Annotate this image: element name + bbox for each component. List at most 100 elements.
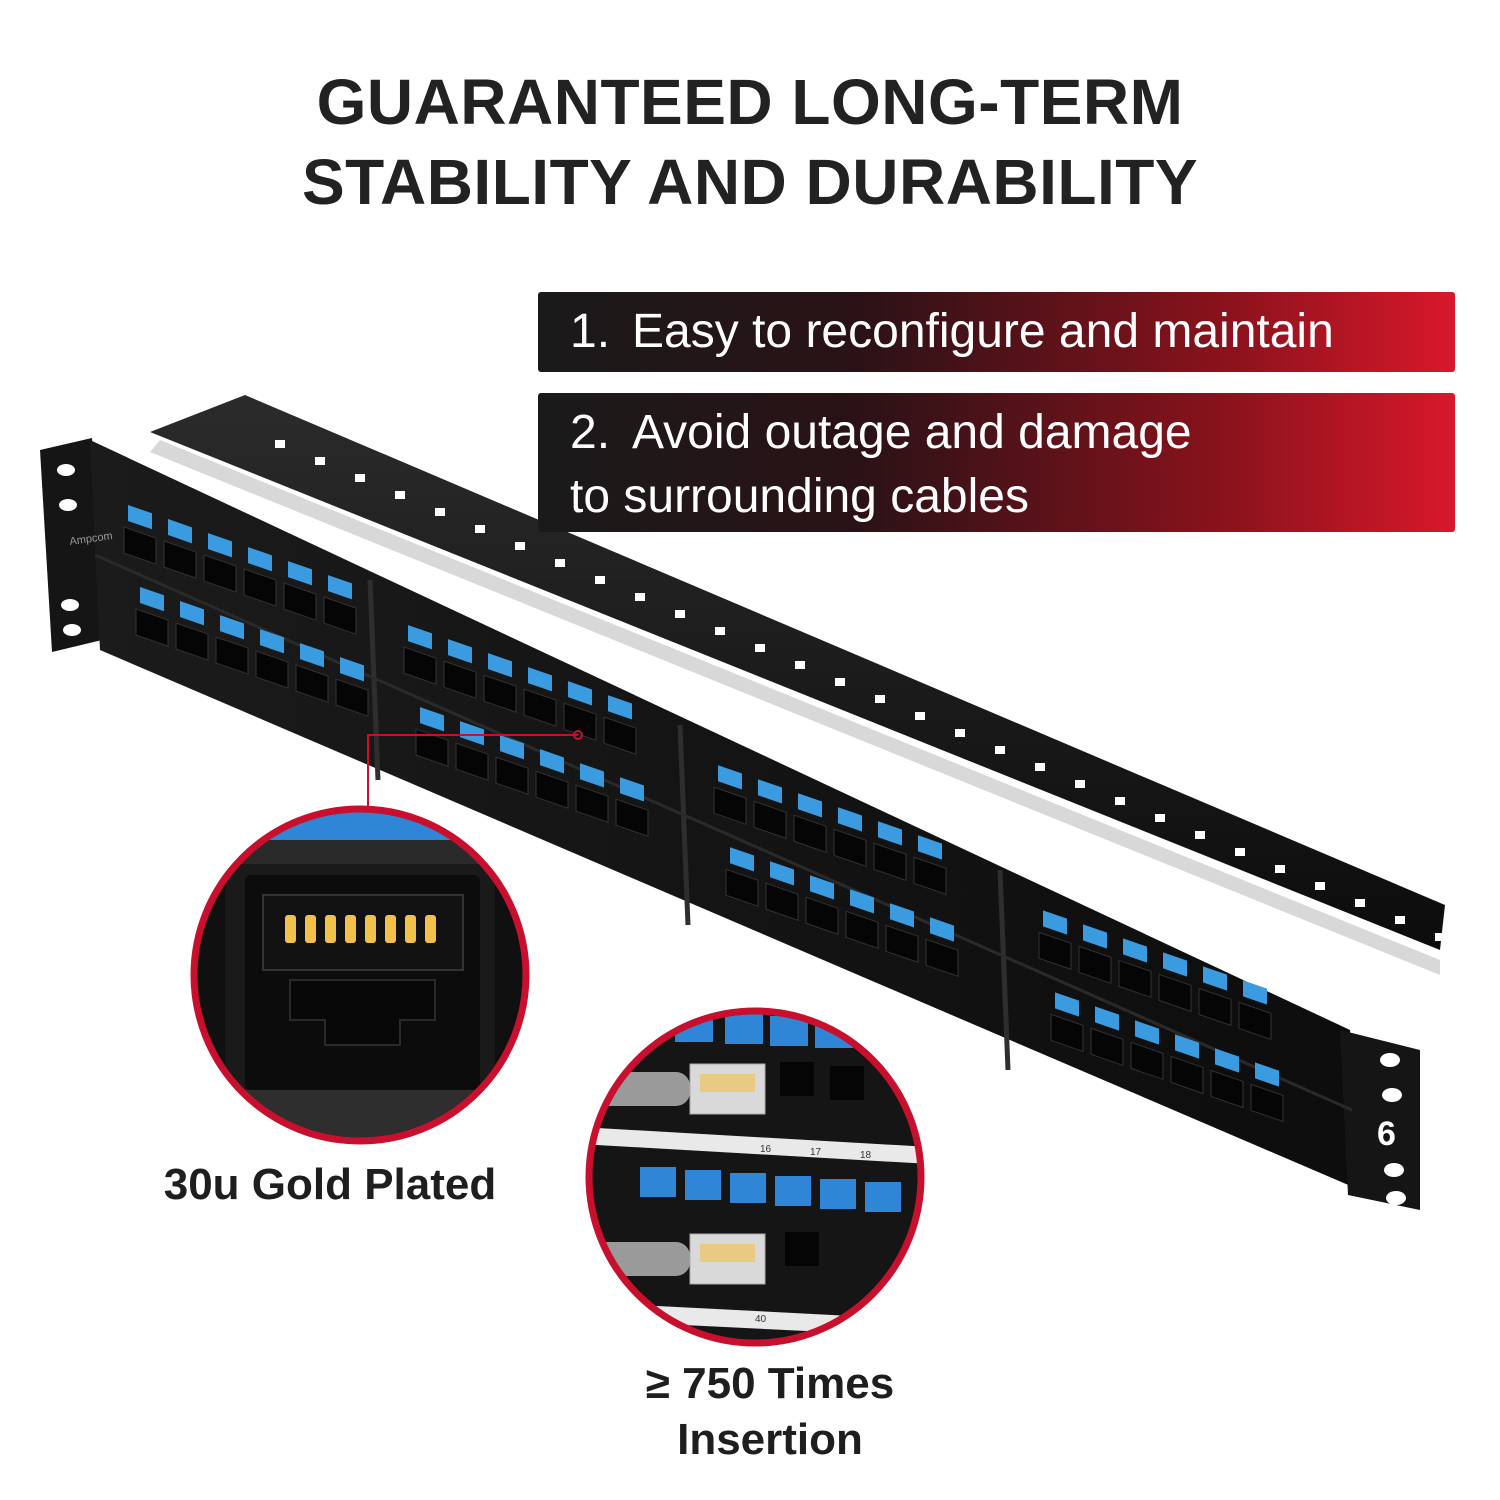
brand-mark: Ampcom — [69, 530, 114, 548]
cable-tie-slot — [995, 746, 1005, 754]
port-latch — [288, 561, 312, 586]
port-latch — [488, 653, 512, 678]
cable-tie-slot — [395, 491, 405, 499]
port-latch — [540, 749, 564, 774]
insertion-caption-line-2: Insertion — [677, 1415, 863, 1464]
port-latch — [930, 917, 954, 942]
rj45-jack — [1118, 959, 1152, 999]
port-latch — [140, 587, 164, 612]
port-latch — [1203, 966, 1227, 991]
rj45-jack — [1078, 945, 1112, 985]
zoom-port-label-18: 18 — [860, 1150, 872, 1161]
cable-tie-slot — [1075, 780, 1085, 788]
cable-tie-slot — [315, 457, 325, 465]
rj45-jack — [845, 910, 879, 949]
rj45-jack — [603, 716, 637, 755]
port-latch — [248, 547, 272, 572]
rj45-jack — [1090, 1027, 1124, 1067]
cable-tie-slot — [1195, 831, 1205, 839]
port-latch — [260, 629, 284, 654]
port-latch — [1095, 1006, 1119, 1031]
rj45-jack — [243, 568, 277, 607]
port-latch — [1043, 910, 1067, 935]
port-latch — [608, 695, 632, 720]
cable-tie-slot — [1235, 848, 1245, 856]
cable-tie-slot — [355, 474, 365, 482]
port-latch — [180, 601, 204, 626]
cable-tie-slot — [1355, 899, 1365, 907]
zoom-port-label-17: 17 — [810, 1147, 822, 1158]
port-latch — [850, 889, 874, 914]
rj45-jack — [203, 554, 237, 593]
rj45-jack — [123, 526, 157, 565]
port-latch — [408, 625, 432, 650]
port-latch — [420, 707, 444, 732]
cable-tie-slot — [1275, 865, 1285, 873]
headline-line-2: STABILITY AND DURABILITY — [301, 146, 1199, 218]
rj45-jack — [335, 678, 369, 717]
rj45-jack — [175, 622, 209, 661]
cable-tie-slot — [515, 542, 525, 550]
cable-tie-slot — [1035, 763, 1045, 771]
rj45-jack — [1198, 987, 1232, 1027]
port-latch — [528, 667, 552, 692]
port-latch — [568, 681, 592, 706]
feature-1-text: Easy to reconfigure and maintain — [632, 305, 1334, 358]
feature-2-text-line-2: to surrounding cables — [570, 470, 1029, 523]
rj45-jack — [793, 814, 827, 853]
cable-tie-slot — [1115, 797, 1125, 805]
port-latch — [798, 793, 822, 818]
port-latch — [770, 861, 794, 886]
page-headline: GUARANTEED LONG-TERM STABILITY AND DURAB… — [0, 62, 1500, 222]
port-latch — [340, 657, 364, 682]
cable-tie-slot — [795, 661, 805, 669]
port-latch — [500, 735, 524, 760]
cable-tie-slot — [755, 644, 765, 652]
left-rack-ear — [40, 438, 102, 652]
rj45-jack — [1050, 1013, 1084, 1053]
port-latch — [220, 615, 244, 640]
rj45-jack — [753, 800, 787, 839]
cable-tie-slot — [1395, 916, 1405, 924]
cable-tie-slot — [915, 712, 925, 720]
port-latch — [730, 847, 754, 872]
gold-contact-pins — [195, 915, 524, 943]
rj45-jack — [913, 856, 947, 895]
rj45-jack — [1158, 973, 1192, 1013]
port-latch — [1135, 1020, 1159, 1045]
category-badge: 6 — [1377, 1115, 1396, 1153]
port-latch — [1175, 1034, 1199, 1059]
cable-tie-slot — [1435, 933, 1445, 941]
rj45-jack — [833, 828, 867, 867]
cable-management-bar — [150, 395, 1445, 950]
port-latch — [1055, 992, 1079, 1017]
cable-tie-slot — [835, 678, 845, 686]
port-latch — [300, 643, 324, 668]
insertion-zoom: 16 17 18 40 — [585, 1007, 925, 1347]
port-latch — [838, 807, 862, 832]
feature-2-number: 2. — [570, 406, 611, 459]
cable-tie-slot — [635, 593, 645, 601]
rj45-jack — [255, 650, 289, 689]
rj45-jack — [925, 938, 959, 977]
rj45-jack — [495, 756, 529, 795]
rj45-jack — [1170, 1055, 1204, 1095]
feature-2-text-line-1: Avoid outage and damage — [632, 406, 1192, 459]
rj45-jack — [1210, 1069, 1244, 1109]
rj45-jack — [1238, 1001, 1272, 1041]
port-latch — [918, 835, 942, 860]
insertion-caption-line-1: ≥ 750 Times — [645, 1359, 895, 1408]
port-latch — [620, 777, 644, 802]
rj45-jack — [1130, 1041, 1164, 1081]
cable-tie-slot — [595, 576, 605, 584]
cable-tie-slot — [475, 525, 485, 533]
port-latch — [890, 903, 914, 928]
rj45-jack — [615, 798, 649, 837]
rj45-jack — [523, 688, 557, 727]
rj45-jack — [403, 646, 437, 685]
rj45-jack — [443, 660, 477, 699]
rj45-jack — [295, 664, 329, 703]
port-latch — [878, 821, 902, 846]
cable-tie-slot — [435, 508, 445, 516]
gold-plated-caption: 30u Gold Plated — [163, 1160, 497, 1209]
